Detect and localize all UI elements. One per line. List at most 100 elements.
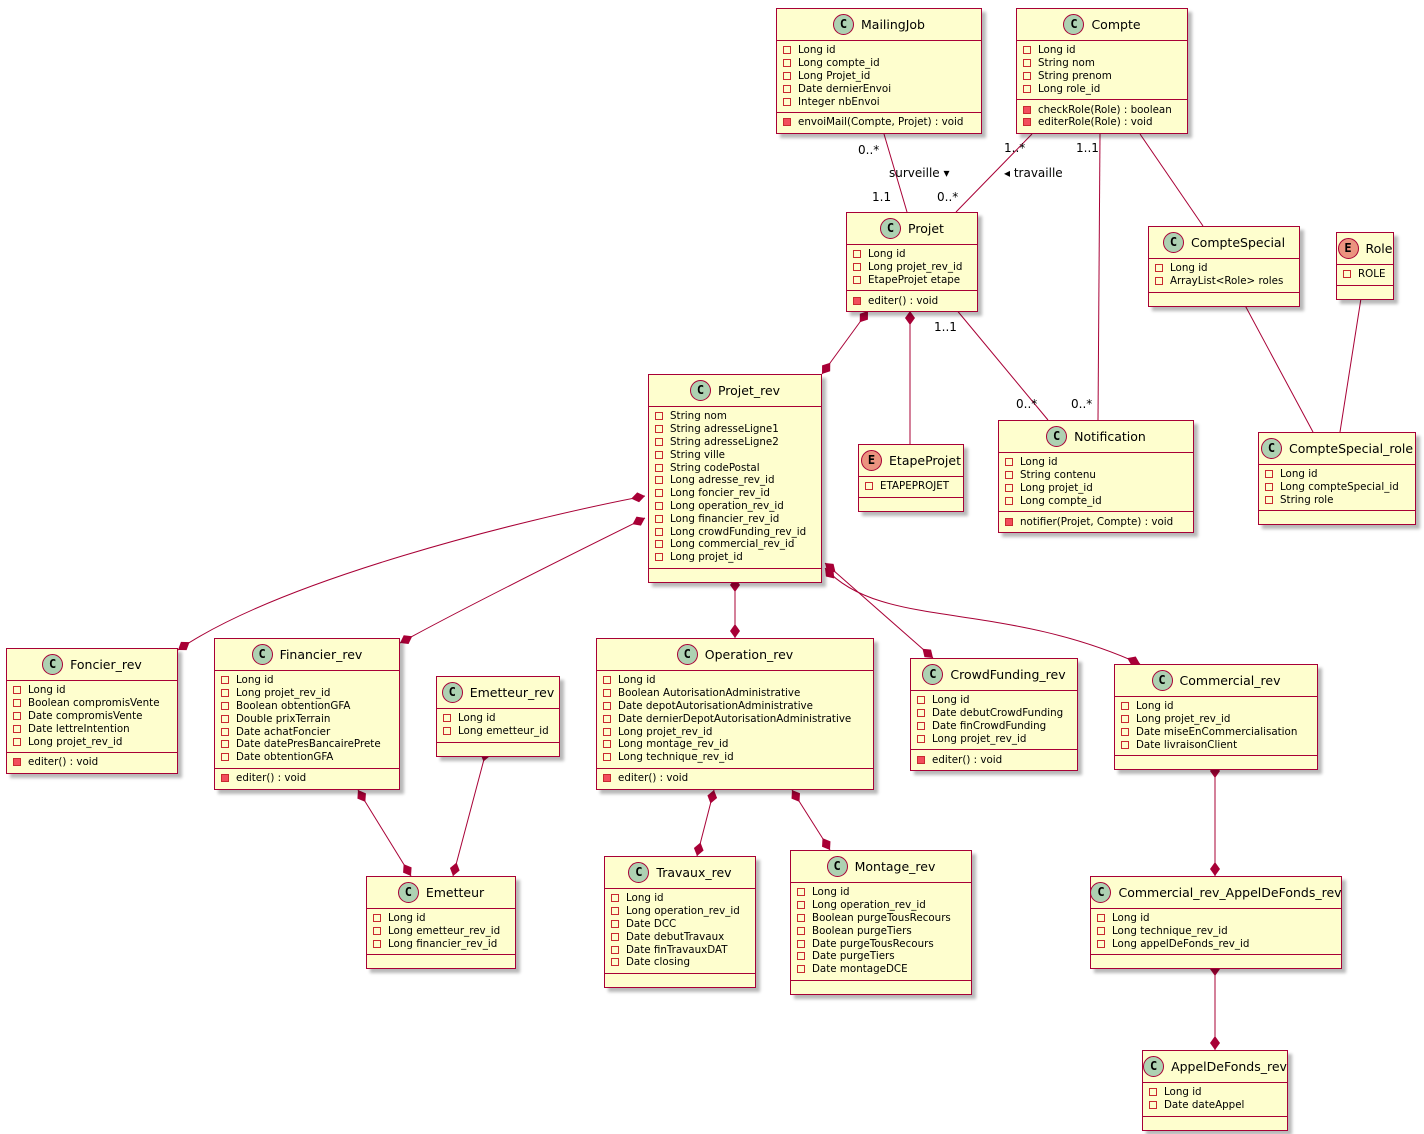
class-stereotype-icon: C: [1260, 438, 1282, 459]
private-visibility-icon: [221, 689, 229, 698]
private-visibility-icon: [443, 714, 451, 723]
methods-compartment: editer() : void: [847, 291, 977, 311]
private-visibility-icon: [655, 501, 663, 510]
private-visibility-icon: [917, 696, 925, 705]
field: String ville: [649, 448, 821, 461]
class-stereotype-icon: C: [922, 664, 944, 685]
field: Long id: [597, 674, 873, 687]
field-text: Long compteSpecial_id: [1280, 481, 1399, 494]
field-text: Integer nbEnvoi: [798, 95, 880, 108]
method-text: editer() : void: [28, 756, 99, 769]
private-visibility-icon: [221, 753, 229, 762]
class-stereotype-icon: C: [251, 644, 273, 665]
private-visibility-icon: [1097, 927, 1105, 936]
private-visibility-icon: [443, 727, 451, 736]
field: Date compromisVente: [7, 710, 177, 723]
field: Long appelDeFonds_rev_id: [1091, 938, 1341, 951]
private-visibility-icon: [1097, 914, 1105, 923]
field: Long projet_id: [649, 551, 821, 564]
field-text: Long crowdFunding_rev_id: [670, 525, 807, 538]
field: String nom: [1017, 57, 1187, 70]
field: Long id: [605, 892, 755, 905]
private-visibility-icon: [603, 714, 611, 723]
private-visibility-icon: [611, 932, 619, 941]
field-text: Long id: [812, 886, 850, 899]
field-text: Date dernierDepotAutorisationAdministrat…: [618, 712, 852, 725]
private-visibility-icon: [603, 773, 611, 782]
field-text: Date debutTravaux: [626, 930, 725, 943]
methods-compartment: [859, 498, 963, 511]
private-visibility-icon: [13, 686, 21, 695]
field-text: Date lettreIntention: [28, 722, 130, 735]
field-text: String role: [1280, 493, 1334, 506]
methods-compartment: [1143, 1117, 1287, 1130]
methods-compartment: [1259, 511, 1415, 524]
field: Date dateAppel: [1143, 1099, 1287, 1112]
field-text: Long id: [1038, 44, 1076, 57]
private-visibility-icon: [1121, 702, 1129, 711]
private-visibility-icon: [783, 97, 791, 106]
field-text: Long compte_id: [798, 57, 880, 70]
field-text: Long id: [1164, 1086, 1202, 1099]
field-text: Long id: [932, 694, 970, 707]
composition-diamond: [693, 842, 704, 856]
private-visibility-icon: [611, 907, 619, 916]
class-name: Montage_rev: [854, 859, 936, 874]
method-text: envoiMail(Compte, Projet) : void: [798, 116, 964, 129]
relation-projetrev-crowd: [824, 562, 934, 659]
class-stereotype-icon: C: [880, 218, 902, 239]
multiplicity-label: 0..*: [1016, 397, 1038, 411]
class-name: MailingJob: [861, 17, 925, 32]
field: Date montageDCE: [791, 963, 971, 976]
field: Long financier_rev_id: [367, 938, 515, 951]
private-visibility-icon: [373, 939, 381, 948]
field-text: Date dernierEnvoi: [798, 82, 892, 95]
field: String adresseLigne2: [649, 436, 821, 449]
fields-compartment: ETAPEPROJET: [859, 477, 963, 498]
field: String nom: [649, 410, 821, 423]
field: ETAPEPROJET: [859, 480, 963, 493]
field-text: Date montageDCE: [812, 963, 908, 976]
composition-diamond: [178, 641, 190, 651]
class-stereotype-icon: C: [1162, 232, 1184, 253]
private-visibility-icon: [13, 711, 21, 720]
field-text: Long role_id: [1038, 82, 1101, 95]
field: Long projet_rev_id: [215, 687, 399, 700]
multiplicity-label: 1..*: [1004, 141, 1026, 155]
private-visibility-icon: [1149, 1088, 1157, 1097]
field-text: Long emetteur_rev_id: [388, 925, 501, 938]
private-visibility-icon: [1005, 458, 1013, 467]
private-visibility-icon: [603, 740, 611, 749]
methods-compartment: notifier(Projet, Compte) : void: [999, 512, 1193, 532]
enum-stereotype-icon: E: [861, 450, 883, 471]
field-text: Date livraisonClient: [1136, 738, 1238, 751]
composition-diamond: [1210, 1036, 1220, 1050]
field-text: Long commercial_rev_id: [670, 538, 795, 551]
private-visibility-icon: [797, 901, 805, 910]
field: Date purgeTiers: [791, 950, 971, 963]
field: Long projet_rev_id: [7, 735, 177, 748]
method: checkRole(Role) : boolean: [1017, 103, 1187, 116]
method: envoiMail(Compte, Projet) : void: [777, 116, 981, 129]
field-text: Long id: [798, 44, 836, 57]
private-visibility-icon: [1121, 740, 1129, 749]
class-name: Commercial_rev: [1179, 673, 1281, 688]
field-text: Long id: [1136, 700, 1174, 713]
field: Long id: [847, 248, 977, 261]
field-text: Long projet_rev_id: [868, 261, 963, 274]
field: Long projet_rev_id: [911, 732, 1077, 745]
field: Double prixTerrain: [215, 712, 399, 725]
